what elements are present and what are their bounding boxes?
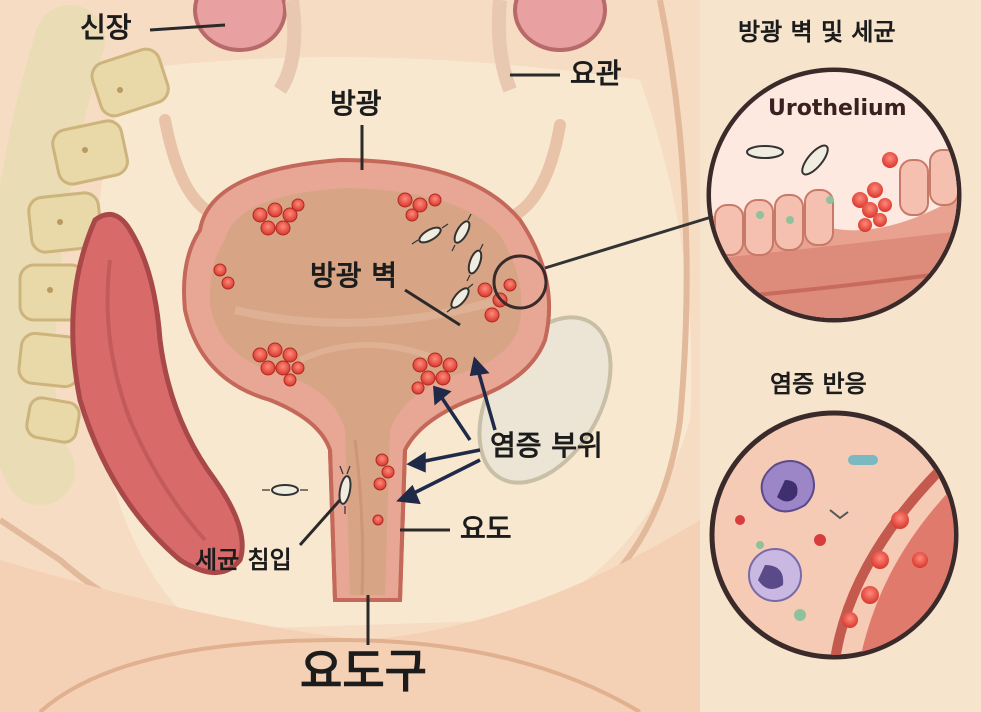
label-bladder-wall: 방광 벽 xyxy=(310,259,398,292)
label-urethral-opening: 요도구 xyxy=(300,644,427,698)
bacteria-in-bladder xyxy=(271,220,483,505)
label-bacterial-invasion: 세균 침입 xyxy=(195,546,292,574)
urethra xyxy=(328,449,407,601)
bladder-lumen xyxy=(209,188,522,595)
label-ureter: 요관 xyxy=(570,57,622,90)
kidney-left xyxy=(193,0,287,52)
magnify-connector xyxy=(544,213,719,270)
label-bladder: 방광 xyxy=(330,87,382,120)
ureter-tube-right xyxy=(509,119,566,221)
inflamed-clusters xyxy=(213,192,517,526)
ureter-left xyxy=(274,0,302,94)
thigh-outline xyxy=(38,637,642,712)
ureter-right xyxy=(491,0,517,93)
inflammation-inset xyxy=(709,410,959,660)
inset-wall-layer-label: Urothelium xyxy=(768,96,907,121)
leader-lines xyxy=(149,23,560,645)
spine xyxy=(0,5,170,505)
inset-wall-title: 방광 벽 및 세균 xyxy=(738,18,896,46)
label-urethra: 요도 xyxy=(460,512,512,545)
inflammation-arrows xyxy=(396,356,497,505)
rectum xyxy=(70,211,245,575)
inset-inflammation-title: 염증 반응 xyxy=(770,370,867,398)
magnify-ring xyxy=(492,254,548,310)
kidney-right xyxy=(513,0,607,52)
label-kidney: 신장 xyxy=(80,11,132,44)
label-inflammation-site: 염증 부위 xyxy=(490,429,603,462)
